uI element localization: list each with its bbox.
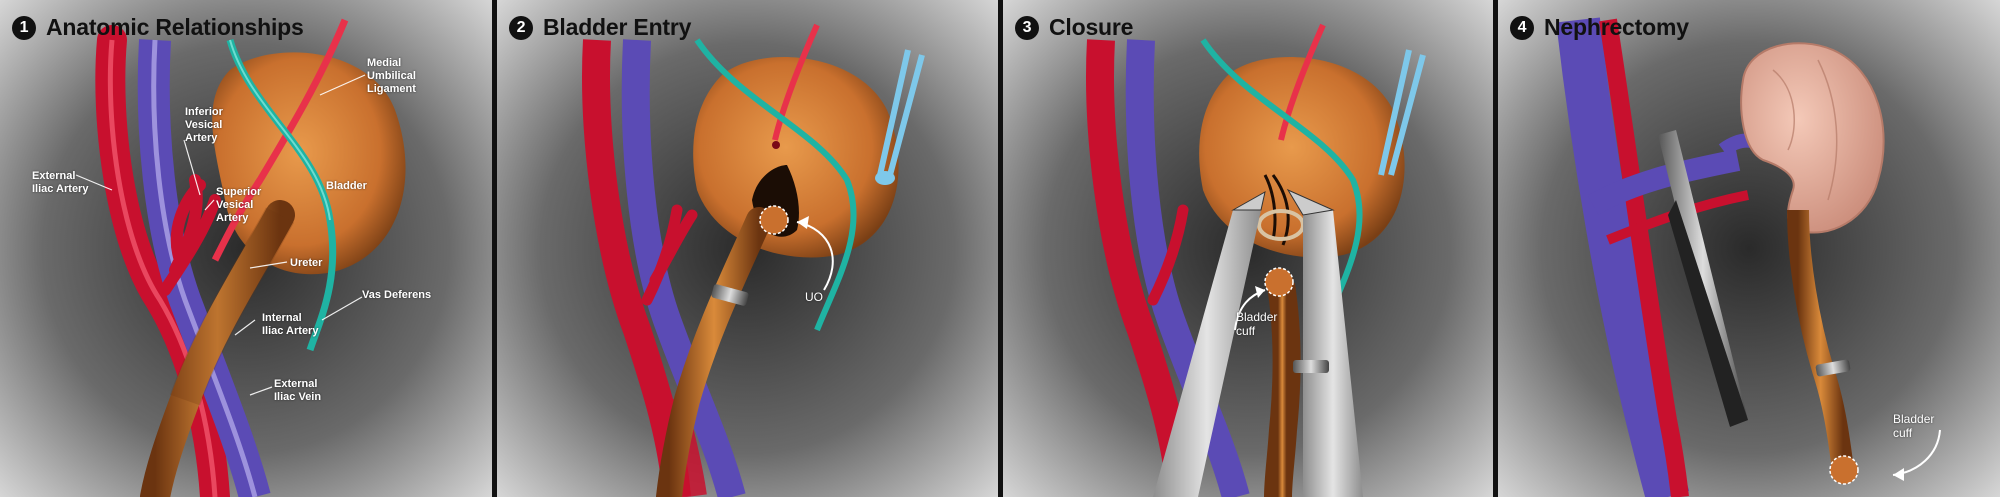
panel-number: 3 (1015, 15, 1039, 40)
panel-title: 3 Closure (1015, 14, 1133, 41)
panel-title-text: Nephrectomy (1544, 14, 1689, 40)
label-bladder: Bladder (326, 180, 367, 192)
label-superior-vesical-artery: Superior Vesical Artery (216, 186, 262, 224)
panel-title-text: Anatomic Relationships (46, 14, 304, 40)
bladder-entry-illustration (497, 0, 998, 497)
panel-number: 1 (12, 15, 36, 40)
label-medial-umbilical-ligament: Medial Umbilical Ligament (367, 57, 416, 95)
internal-iliac-artery (159, 174, 221, 296)
panel-title: 2 Bladder Entry (509, 14, 691, 41)
panel-title: 4 Nephrectomy (1510, 14, 1689, 41)
panel-title-text: Closure (1049, 14, 1134, 40)
closure-illustration (1003, 0, 1493, 497)
anatomic-relationships-illustration (0, 0, 492, 497)
panel-number: 2 (509, 15, 533, 40)
medial-umbilical-ligament (211, 18, 349, 262)
label-bladder-cuff: Bladder cuff (1893, 412, 1935, 440)
label-internal-iliac-artery: Internal Iliac Artery (262, 312, 319, 337)
label-vas-deferens: Vas Deferens (362, 289, 432, 301)
panel-anatomic-relationships: 1 Anatomic Relationships Medial Umbilica… (0, 0, 492, 497)
label-external-iliac-artery: External Iliac Artery (32, 170, 89, 195)
panel-divider (492, 0, 497, 497)
panel-bladder-entry: 2 Bladder Entry UO (497, 0, 998, 497)
panel-closure: 3 Closure Bladder cuff (1003, 0, 1493, 497)
label-uo: UO (805, 290, 823, 304)
panel-title: 1 Anatomic Relationships (12, 14, 304, 41)
panel-divider (1493, 0, 1498, 497)
panel-title-text: Bladder Entry (543, 14, 692, 40)
panel-divider (998, 0, 1003, 497)
label-external-iliac-vein: External Iliac Vein (274, 378, 322, 403)
nephrectomy-illustration (1498, 0, 2000, 497)
label-bladder-cuff: Bladder cuff (1236, 310, 1278, 338)
label-ureter: Ureter (290, 257, 323, 269)
label-inferior-vesical-artery: Inferior Vesical Artery (185, 106, 223, 144)
panel-number: 4 (1510, 15, 1534, 40)
ureter (140, 200, 295, 497)
panel-nephrectomy: 4 Nephrectomy Bladder cuff (1498, 0, 2000, 497)
